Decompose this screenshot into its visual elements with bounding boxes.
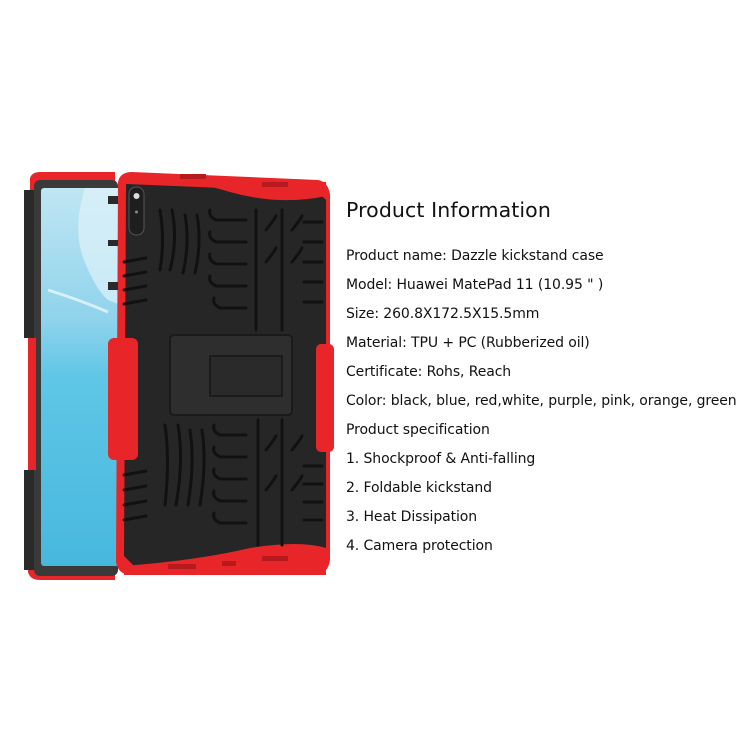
spec-item-2: 2. Foldable kickstand: [346, 480, 492, 496]
specification-heading: Product specification: [346, 422, 490, 438]
spec-item-1: 1. Shockproof & Anti-falling: [346, 451, 536, 467]
color-row: Color: black, blue, red,white, purple, p…: [346, 393, 737, 409]
spec-item-3: 3. Heat Dissipation: [346, 509, 477, 525]
product-info-title: Product Information: [346, 198, 551, 222]
certificate-row: Certificate: Rohs, Reach: [346, 364, 512, 380]
model-row: Model: Huawei MatePad 11 (10.95 " ): [346, 277, 604, 293]
front-view-case: [24, 172, 121, 580]
material-row: Material: TPU + PC (Rubberized oil): [346, 335, 590, 351]
product-info-panel: Product Information Product name: Dazzle…: [346, 196, 746, 561]
spec-item-4: 4. Camera protection: [346, 538, 493, 554]
back-view-case: [108, 172, 334, 575]
product-name-row: Product name: Dazzle kickstand case: [346, 248, 604, 264]
size-row: Size: 260.8X172.5X15.5mm: [346, 306, 540, 322]
product-image: [0, 0, 340, 750]
